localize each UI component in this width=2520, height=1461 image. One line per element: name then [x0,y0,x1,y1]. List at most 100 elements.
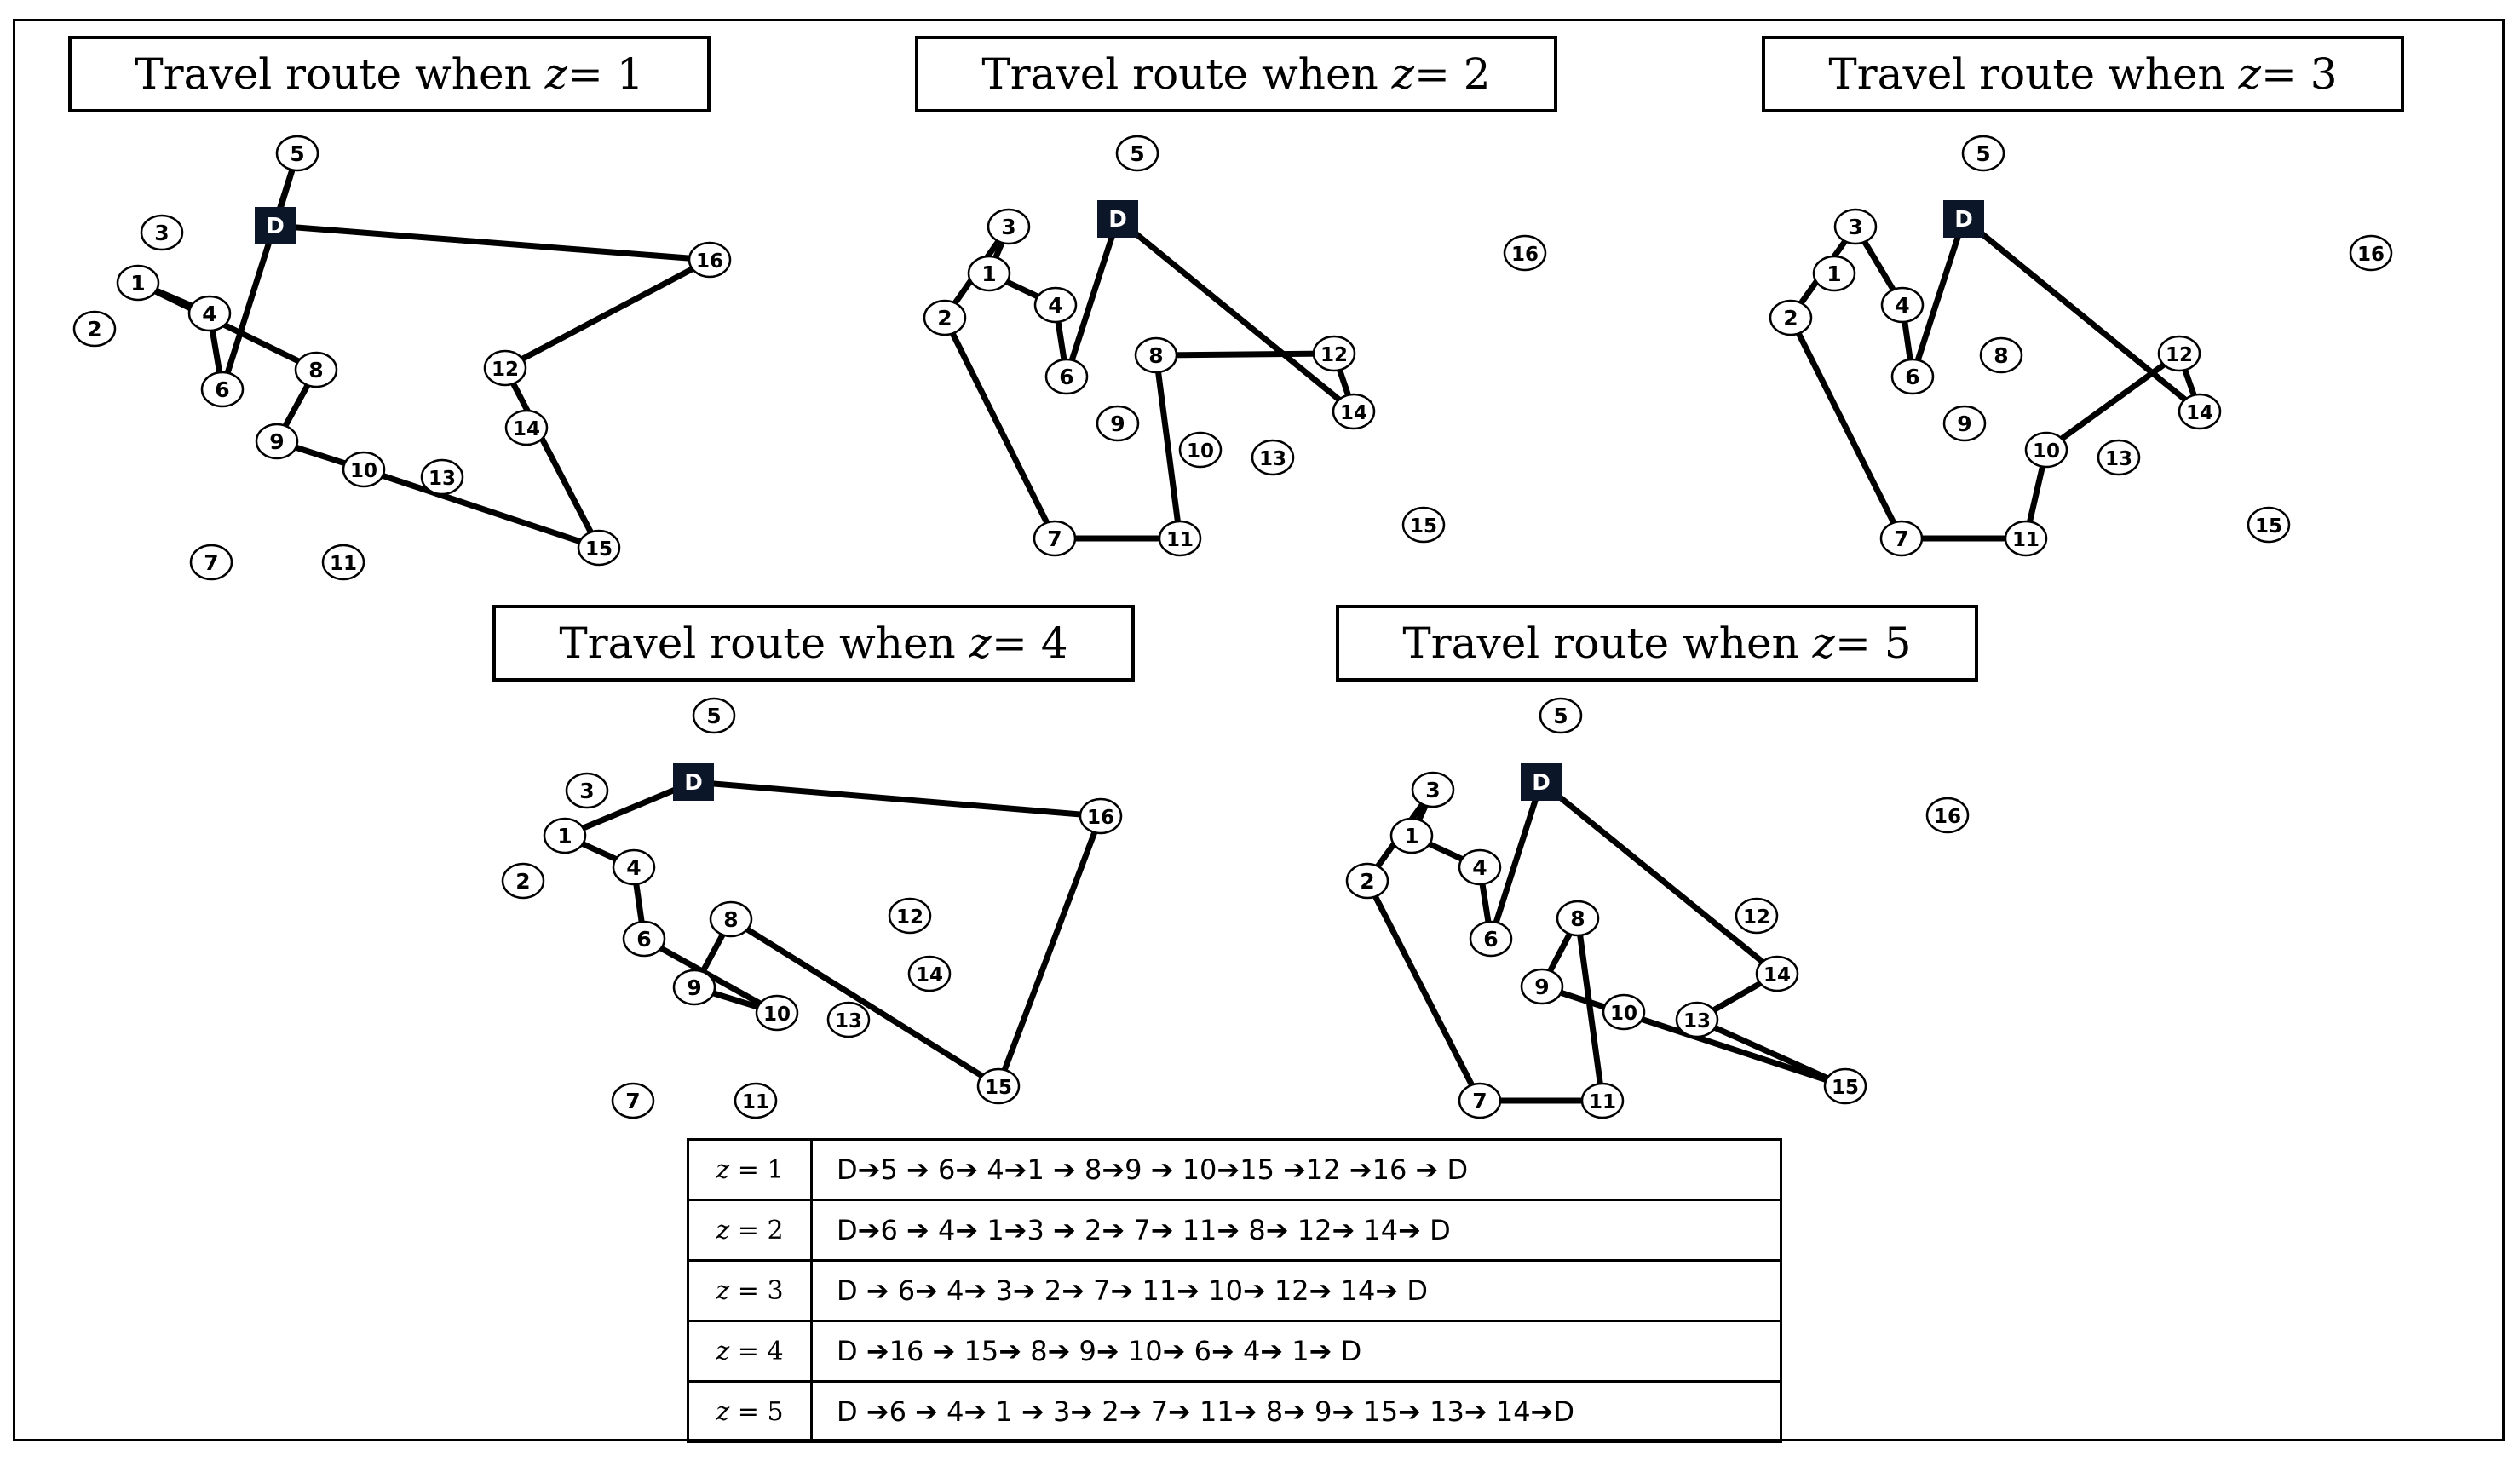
depot-marker [673,763,714,801]
customer-node [1823,1067,1867,1105]
customer-node [692,697,736,734]
customer-node [672,969,716,1006]
node-label: 5 [1553,704,1568,728]
node-label: 2 [1360,869,1374,894]
route-edge [1694,1016,1849,1090]
route-sequence: D➔6 ➔ 4➔ 1➔3 ➔ 2➔ 7➔ 11➔ 8➔ 12➔ 14➔ D [810,1199,1782,1262]
title-var: z [2238,49,2261,99]
node-label: 6 [1483,927,1498,952]
customer-node [342,451,386,488]
title-text: Travel route when [559,618,956,668]
z-var: z [716,1215,730,1245]
route-edge [561,779,697,839]
title-text: Travel route when [1402,618,1799,668]
route-edge [135,279,319,373]
panel-title-z1: Travel route when z = 1 [68,36,711,112]
title-var: z [1812,618,1835,668]
customer-node [501,862,545,900]
node-label: 10 [350,460,377,482]
customer-node [1879,520,1924,557]
route-edge [272,222,713,263]
customer-node [622,920,666,958]
customer-node [72,310,117,348]
customer-node [976,1067,1021,1105]
customer-node [1602,993,1646,1031]
node-label: 5 [1130,141,1144,166]
customer-node [187,295,232,332]
customer-node [1503,234,1547,272]
node-label: 10 [763,1004,791,1026]
customer-node [2247,506,2291,544]
node-label: 4 [1048,293,1062,318]
route-sequence: D ➔16 ➔ 15➔ 8➔ 9➔ 10➔ 6➔ 4➔ 1➔ D [810,1320,1782,1383]
customer-node [1079,797,1123,835]
customer-node [611,1082,655,1119]
z-eq: = 4 [729,1336,784,1366]
customer-node [1520,968,1564,1005]
node-label: 12 [2166,344,2193,366]
node-label: 5 [1976,141,1990,166]
z-var: z [716,1154,730,1185]
customer-node [189,544,233,581]
customer-node [755,994,799,1032]
route-edge [728,916,1002,1090]
title-eq: = 5 [1835,618,1912,668]
customer-node [1755,955,1799,992]
node-label: 14 [513,418,540,440]
node-label: 1 [1827,262,1841,286]
panel-title-z2: Travel route when z = 2 [915,36,1557,112]
node-label: 13 [2105,448,2132,470]
node-label: 6 [215,377,229,402]
route-edge [2043,350,2183,453]
node-label: 14 [916,964,943,986]
node-label: 4 [202,302,216,326]
node-label: 2 [937,306,952,331]
customer-node [2349,234,2393,272]
node-label: 16 [1087,807,1114,829]
customer-node [2097,439,2141,476]
node-label: 3 [1848,215,1862,239]
title-text: Travel route when [1828,49,2225,99]
table-row: z = 5 D ➔6 ➔ 4➔ 1 ➔ 3➔ 2➔ 7➔ 11➔ 8➔ 9➔ 1… [687,1380,1782,1443]
route-sequence: D ➔6 ➔ 4➔ 1 ➔ 3➔ 2➔ 7➔ 11➔ 8➔ 9➔ 15➔ 13➔… [810,1380,1782,1443]
customer-node [1332,393,1376,430]
customer-node [140,214,184,251]
node-label: 3 [579,779,594,803]
node-label: 13 [429,468,456,490]
node-label: 10 [1610,1003,1637,1025]
customer-node [923,299,967,336]
customer-node [1539,697,1583,734]
node-label: 3 [1425,778,1440,802]
customer-node [1942,405,1987,442]
customer-node [826,1001,871,1038]
customer-node [907,955,952,992]
customer-node [1925,797,1970,834]
customer-node [1178,431,1223,469]
depot-label: D [1532,770,1551,796]
route-edge [1909,216,1967,380]
node-label: 7 [625,1089,640,1113]
route-edge [219,150,301,393]
node-label: 6 [1059,365,1073,389]
table-row: z = 3 D ➔ 6➔ 4➔ 3➔ 2➔ 7➔ 11➔ 10➔ 12➔ 14➔… [687,1259,1782,1322]
node-label: 11 [2012,529,2040,551]
title-var: z [1391,49,1414,99]
node-label: 16 [696,250,723,273]
panel-title-z5: Travel route when z = 5 [1336,605,1978,682]
node-label: 15 [2255,515,2282,538]
customer-node [504,409,549,446]
node-label: 9 [1534,975,1549,999]
title-eq: = 1 [567,49,644,99]
title-eq: = 4 [992,618,1068,668]
node-label: 9 [1957,411,1971,436]
route-edge [1114,216,1357,415]
depot-marker [1521,763,1562,801]
node-label: 4 [1895,293,1909,318]
node-label: 2 [515,869,530,894]
customer-node [1675,1001,1719,1038]
customer-node [1401,506,1446,544]
depot-marker [1097,200,1138,238]
